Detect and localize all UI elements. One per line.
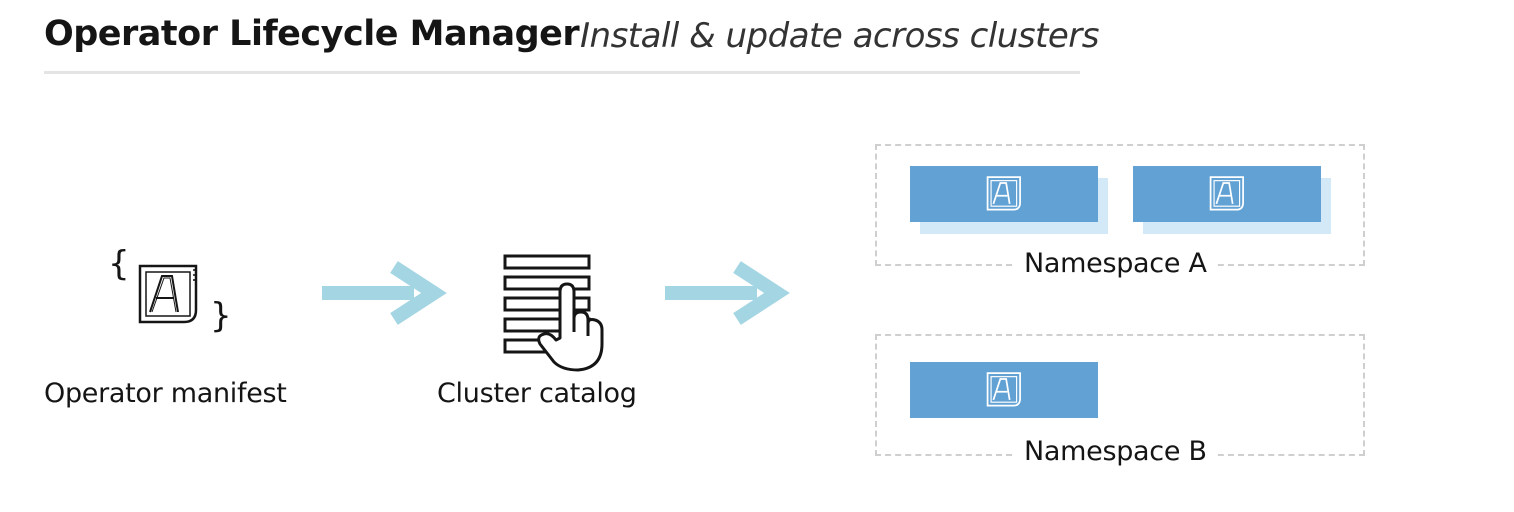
operator-icon <box>986 176 1021 211</box>
operator-card <box>1133 166 1321 222</box>
close-brace-icon: } <box>210 296 232 336</box>
operator-card <box>910 166 1098 222</box>
operator-icon <box>1209 176 1244 211</box>
operator-manifest-label: Operator manifest <box>44 378 287 409</box>
open-brace-icon: { <box>108 244 130 284</box>
namespace-a-label: Namespace A <box>1014 248 1217 279</box>
title-divider <box>44 71 1080 74</box>
operator-card <box>910 362 1098 418</box>
diagram-title: Operator Lifecycle Manager <box>44 14 580 54</box>
operator-manifest-icon: { } <box>104 244 234 344</box>
flow-arrow-2 <box>665 261 790 325</box>
operator-icon <box>986 372 1021 407</box>
cluster-catalog-icon <box>503 254 604 372</box>
namespace-b-label: Namespace B <box>1014 436 1217 467</box>
diagram-subtitle: Install & update across clusters <box>580 16 1099 56</box>
cluster-catalog-label: Cluster catalog <box>437 378 637 409</box>
flow-arrow-1 <box>322 261 447 325</box>
hand-pointer-icon <box>537 282 604 372</box>
operator-document-icon <box>138 264 198 324</box>
